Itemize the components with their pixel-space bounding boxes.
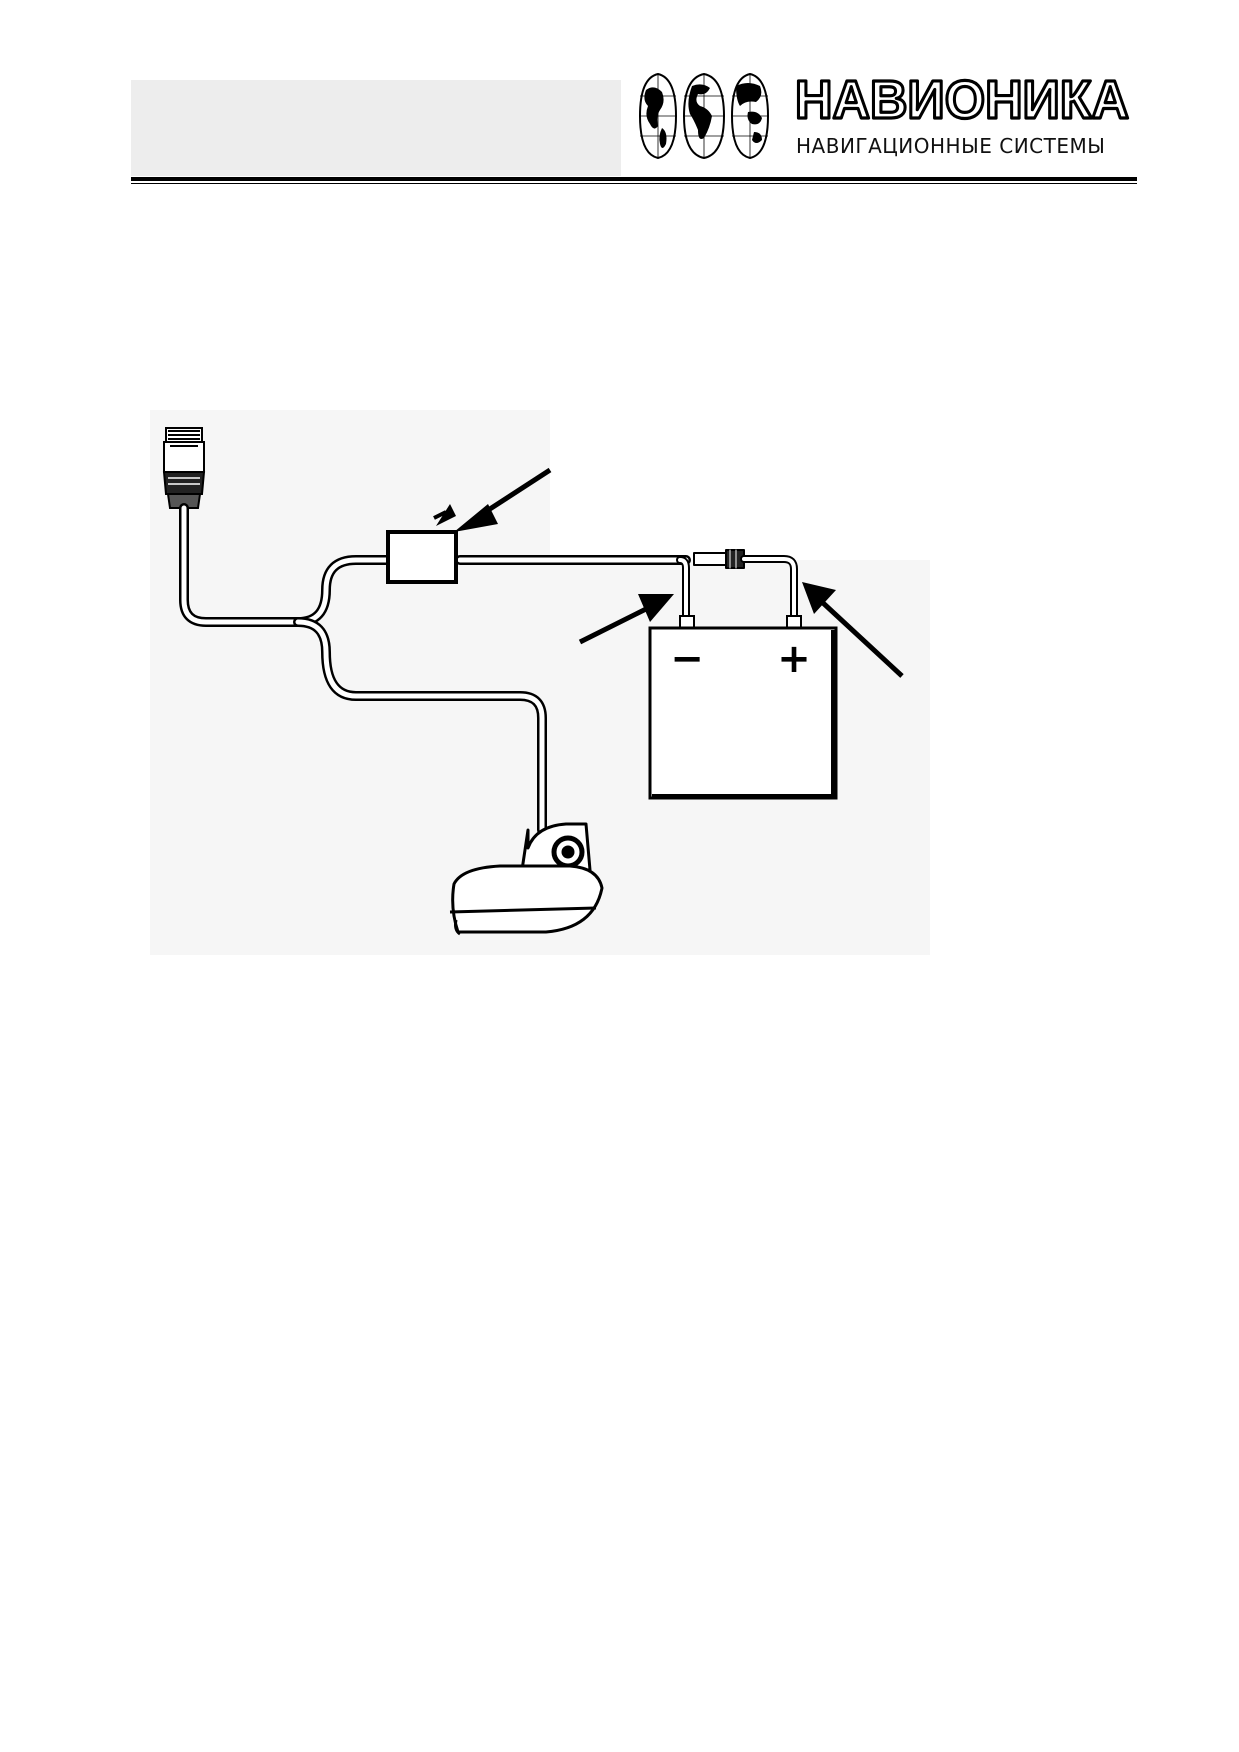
positive-terminal-label: + xyxy=(777,636,811,682)
inline-fuse-holder xyxy=(693,549,798,620)
main-cable xyxy=(179,503,691,835)
brand-name-text: НАВИОНИКА xyxy=(795,72,1129,128)
brand-name: НАВИОНИКА xyxy=(793,72,1130,128)
negative-lead-arrow xyxy=(578,594,674,645)
header-rule-thin xyxy=(131,183,1137,184)
brand-tagline: НАВИГАЦИОННЫЕ СИСТЕМЫ xyxy=(796,134,1106,158)
connector-plug-icon xyxy=(162,427,206,509)
diagram-backdrop-left xyxy=(150,410,550,955)
header-band xyxy=(131,80,621,176)
positive-lead-arrow xyxy=(802,582,904,678)
fuse-box-icon xyxy=(386,530,458,584)
battery-icon xyxy=(648,615,838,800)
pointer-arrow-icon xyxy=(433,467,552,532)
transducer-icon xyxy=(449,822,604,936)
globe-map-logo-icon xyxy=(638,72,770,160)
header-rule xyxy=(131,177,1137,181)
wiring-diagram: − + xyxy=(150,410,930,955)
negative-terminal-label: − xyxy=(670,636,704,682)
